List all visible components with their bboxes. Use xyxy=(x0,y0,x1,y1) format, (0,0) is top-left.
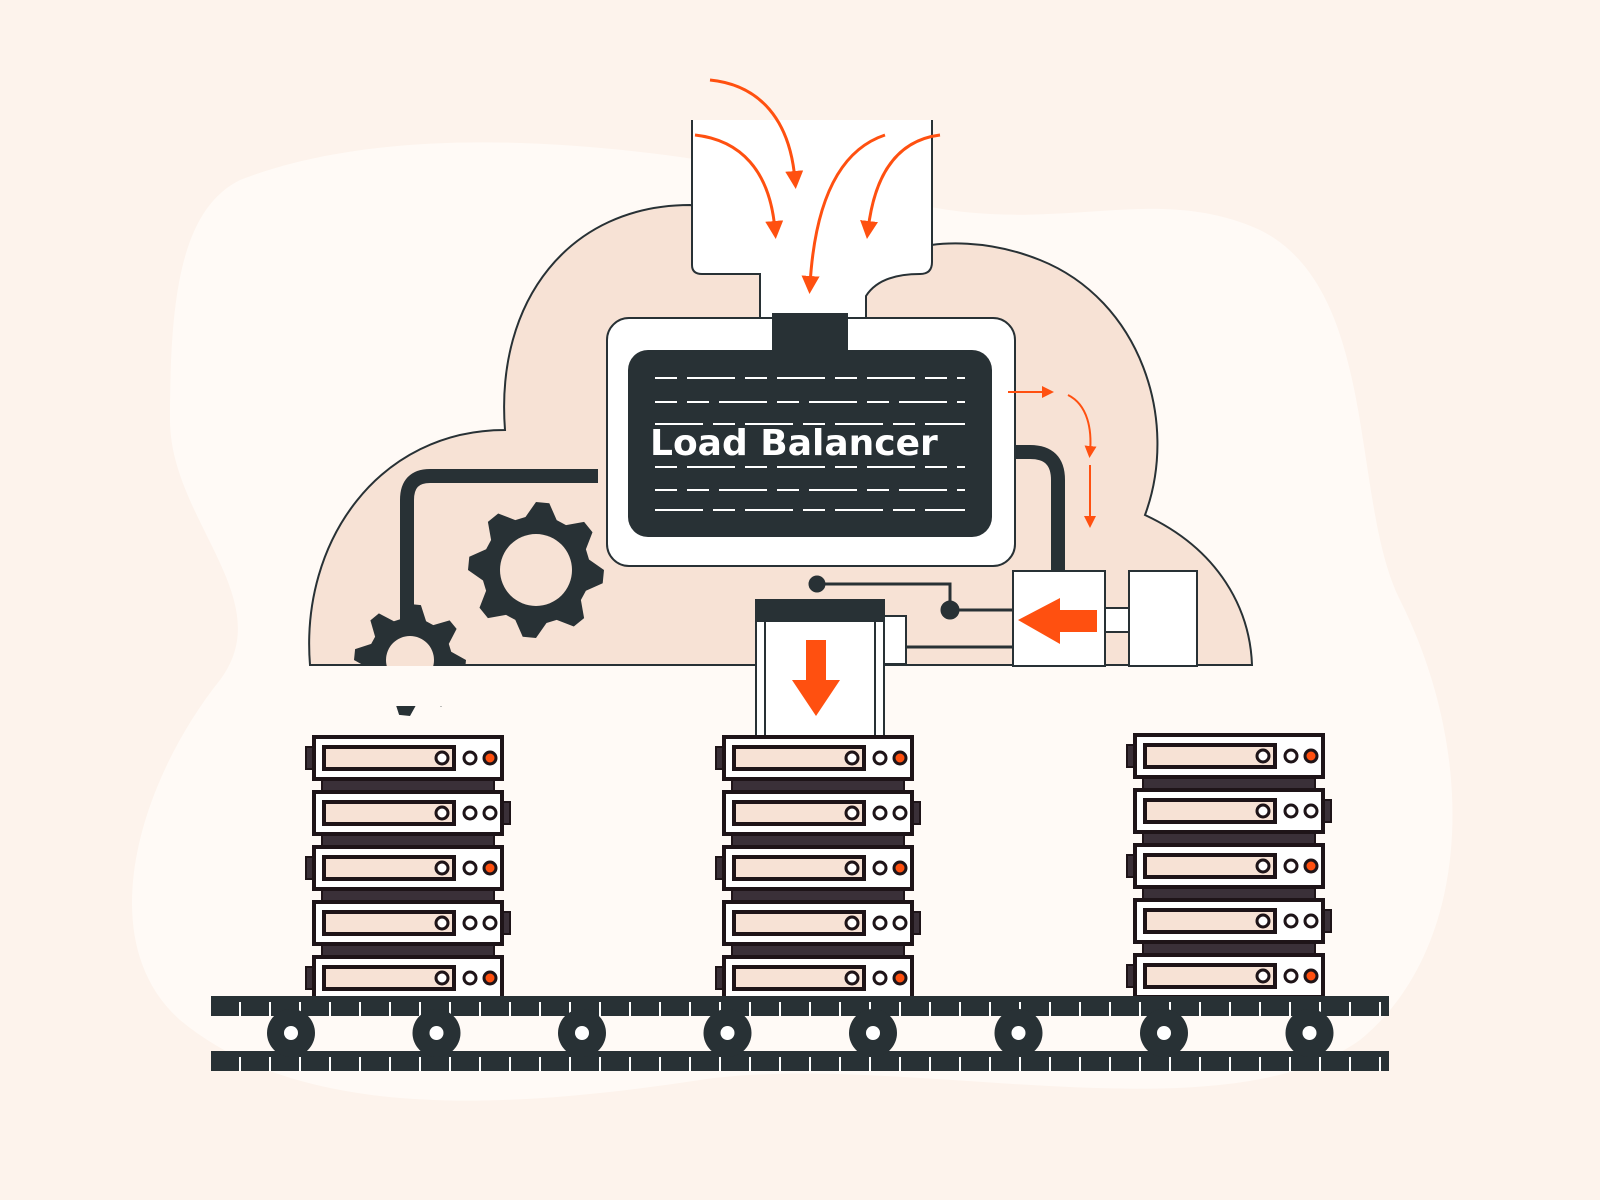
status-led xyxy=(1303,803,1319,819)
status-led xyxy=(482,860,498,876)
server-unit xyxy=(1133,788,1332,847)
dashed-flow-arrows xyxy=(1008,386,1097,528)
status-led xyxy=(1303,858,1319,874)
arrow-left-icon xyxy=(1018,598,1097,644)
status-led xyxy=(1303,913,1319,929)
conveyor-rail xyxy=(211,1051,1389,1071)
server-unit xyxy=(1126,733,1325,792)
status-led xyxy=(892,970,908,986)
status-led xyxy=(892,915,908,931)
connector-wires xyxy=(808,575,1015,649)
server-unit xyxy=(1126,953,1325,999)
server-unit xyxy=(305,845,504,904)
server-unit xyxy=(715,735,914,794)
status-led xyxy=(482,970,498,986)
status-led xyxy=(892,860,908,876)
server-unit xyxy=(305,735,504,794)
load-balancer-label: Load Balancer xyxy=(650,423,938,464)
server-unit xyxy=(715,955,914,1001)
server-unit xyxy=(312,900,511,959)
server-unit xyxy=(1126,843,1325,902)
conveyor-rail xyxy=(211,996,1389,1016)
gear-small-icon xyxy=(300,604,660,716)
status-led xyxy=(892,805,908,821)
server-unit xyxy=(305,955,504,1001)
load-balancer-box: Load Balancer xyxy=(606,313,1016,567)
status-led xyxy=(482,915,498,931)
server-unit xyxy=(312,790,511,849)
server-unit xyxy=(1133,898,1332,957)
server-stack-left xyxy=(305,735,511,1001)
server-stacks xyxy=(305,733,1332,1001)
status-led xyxy=(892,750,908,766)
status-led xyxy=(1303,748,1319,764)
conveyor-belt xyxy=(211,996,1389,1071)
pipe-right xyxy=(1000,445,1065,575)
status-led xyxy=(482,805,498,821)
center-module xyxy=(755,599,907,741)
status-led xyxy=(482,750,498,766)
funnel xyxy=(691,120,933,319)
server-stack-center xyxy=(715,735,921,1001)
gear-large-icon xyxy=(468,502,604,638)
server-unit xyxy=(715,845,914,904)
incoming-request-arrows xyxy=(694,78,941,294)
pipe-left xyxy=(400,469,598,620)
arrow-down-icon xyxy=(792,640,840,716)
server-stack-right xyxy=(1126,733,1332,999)
right-module xyxy=(1012,570,1198,667)
status-led xyxy=(1303,968,1319,984)
server-unit xyxy=(722,790,921,849)
server-unit xyxy=(722,900,921,959)
